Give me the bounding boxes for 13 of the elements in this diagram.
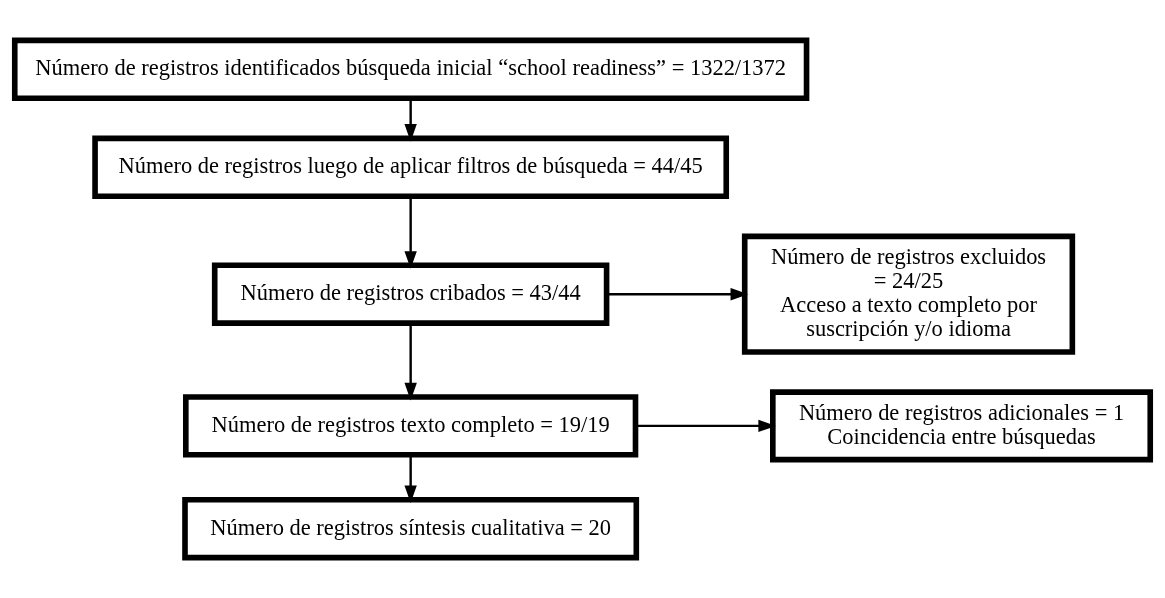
node-box: Número de registros adicionales = 1 Coincidencia entre búsquedas: [770, 389, 1154, 463]
node-box: Número de registros texto completo = 19/19: [183, 394, 639, 458]
node-box: Número de registros cribados = 43/44: [211, 262, 610, 326]
arrow: [404, 196, 417, 269]
node-box: Número de registros identificados búsqueda inicial “school readiness” = 1322/1372: [11, 37, 810, 102]
node-box: Número de registros luego de aplicar filtros de búsqueda = 44/45: [92, 135, 730, 199]
node-box: Número de registros excluidos = 24/25 Acceso a texto completo por suscripción y/o idioma: [741, 233, 1076, 355]
arrow: [404, 98, 417, 142]
node-box: Número de registros síntesis cualitativa = 20: [182, 496, 640, 561]
arrow: [404, 323, 417, 401]
arrow: [606, 288, 749, 301]
arrow: [404, 455, 417, 504]
arrow: [635, 419, 777, 433]
